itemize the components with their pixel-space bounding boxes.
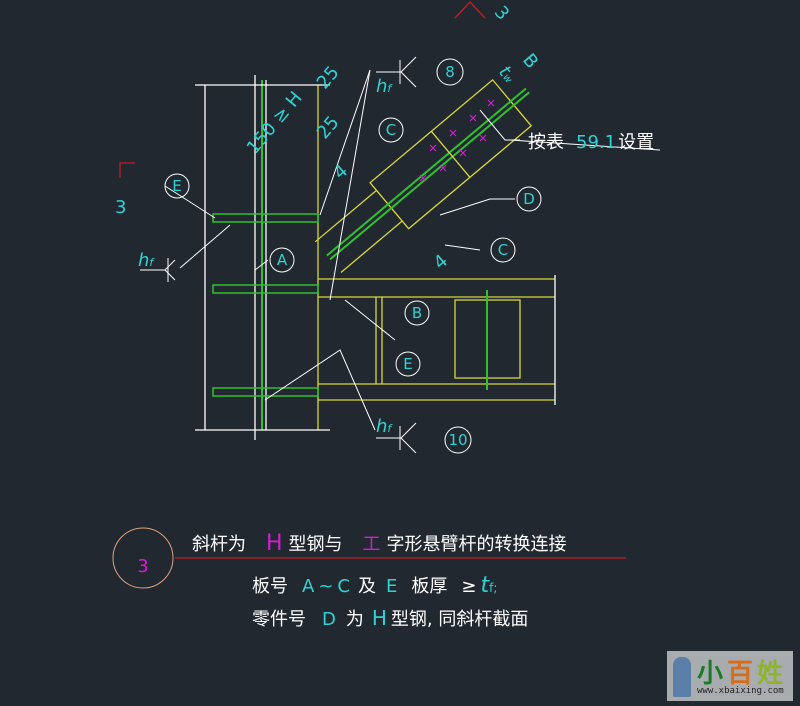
part-tags: E A B C C D E 8 10 [164,58,542,454]
tag-e-bottom: E [395,351,421,377]
svg-text:C: C [498,241,508,259]
svg-text:D: D [523,190,535,208]
leader-lines [164,69,661,431]
svg-text:A: A [277,251,288,269]
stiffener-plates [212,213,319,397]
cantilever-beam [318,275,556,405]
svg-text:10: 10 [448,431,467,449]
svg-text:3: 3 [490,2,513,24]
svg-text:hf: hf [376,76,393,97]
svg-text:B: B [518,50,542,73]
svg-text:150 ≥ H: 150 ≥ H [243,88,307,159]
tag-e-top: E [164,173,190,199]
svg-text:4: 4 [430,250,452,273]
farmer-mascot-icon [673,657,691,697]
svg-text:8: 8 [445,63,455,81]
svg-text:hf: hf [376,416,393,437]
svg-text:tw: tw [494,62,520,88]
brand-text: 小百姓 [697,659,788,689]
weld-tag-8: 8 [436,58,464,86]
tag-c-top: C [378,117,404,143]
brand-url: www.xbaixing.com [697,686,784,696]
bolts [419,99,495,182]
section-marks [119,1,626,559]
svg-text:C: C [386,121,396,139]
svg-text:B: B [412,304,422,322]
column [195,75,330,440]
weld-tag-10: 10 [444,426,472,454]
diagonal-member [314,78,533,273]
svg-text:3: 3 [137,556,148,577]
svg-text:hf: hf [138,250,155,271]
weld-symbols: hf hf hf 4 4 [138,56,452,454]
svg-text:3: 3 [115,197,126,218]
tag-a: A [269,247,295,273]
svg-text:E: E [172,177,181,195]
tag-b: B [404,300,430,326]
svg-text:4: 4 [330,160,352,183]
tag-c-right: C [490,237,516,263]
tag-d: D [516,186,542,212]
watermark-logo: 小百姓 www.xbaixing.com [667,651,793,701]
svg-text:E: E [403,355,412,373]
